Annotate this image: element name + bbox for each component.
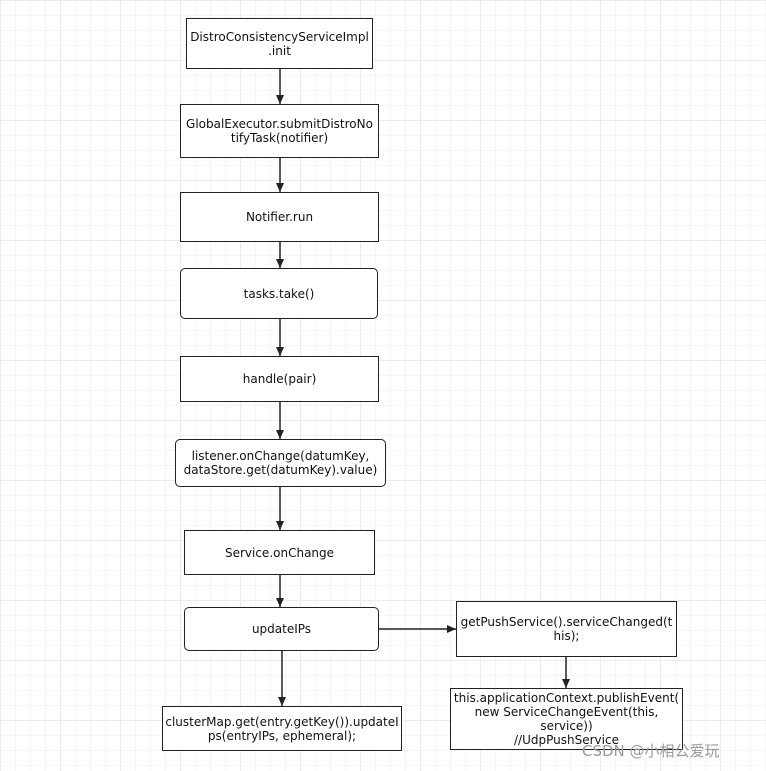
node-submit-notify-task[interactable]: GlobalExecutor.submitDistroNo tifyTask(n… xyxy=(180,104,379,158)
node-tasks-take[interactable]: tasks.take() xyxy=(180,268,378,319)
node-listener-onchange-label: listener.onChange(datumKey, dataStore.ge… xyxy=(183,449,378,477)
node-cluster-map-update-label: clusterMap.get(entry.getKey()).updateI p… xyxy=(165,714,399,743)
node-update-ips-label: updateIPs xyxy=(251,622,312,636)
node-submit-notify-task-label: GlobalExecutor.submitDistroNo tifyTask(n… xyxy=(186,117,373,145)
node-service-onchange[interactable]: Service.onChange xyxy=(184,530,375,575)
node-cluster-map-update[interactable]: clusterMap.get(entry.getKey()).updateI p… xyxy=(162,706,402,751)
node-listener-onchange[interactable]: listener.onChange(datumKey, dataStore.ge… xyxy=(175,439,386,487)
node-distro-init-label: DistroConsistencyServiceImpl .init xyxy=(190,29,369,58)
node-handle-pair-label: handle(pair) xyxy=(242,372,317,386)
node-publish-event-label: this.applicationContext.publishEvent( ne… xyxy=(453,691,680,747)
node-distro-init[interactable]: DistroConsistencyServiceImpl .init xyxy=(186,18,373,69)
node-update-ips[interactable]: updateIPs xyxy=(184,607,379,651)
node-tasks-take-label: tasks.take() xyxy=(243,286,315,301)
node-publish-event[interactable]: this.applicationContext.publishEvent( ne… xyxy=(450,688,683,750)
node-notifier-run-label: Notifier.run xyxy=(245,210,314,224)
node-handle-pair[interactable]: handle(pair) xyxy=(180,356,379,402)
node-notifier-run[interactable]: Notifier.run xyxy=(180,192,379,242)
node-service-onchange-label: Service.onChange xyxy=(224,545,335,560)
node-get-push-service[interactable]: getPushService().serviceChanged(t his); xyxy=(456,601,677,657)
node-get-push-service-label: getPushService().serviceChanged(t his); xyxy=(460,615,673,643)
csdn-watermark: CSDN @小相公爱玩 xyxy=(582,742,720,760)
